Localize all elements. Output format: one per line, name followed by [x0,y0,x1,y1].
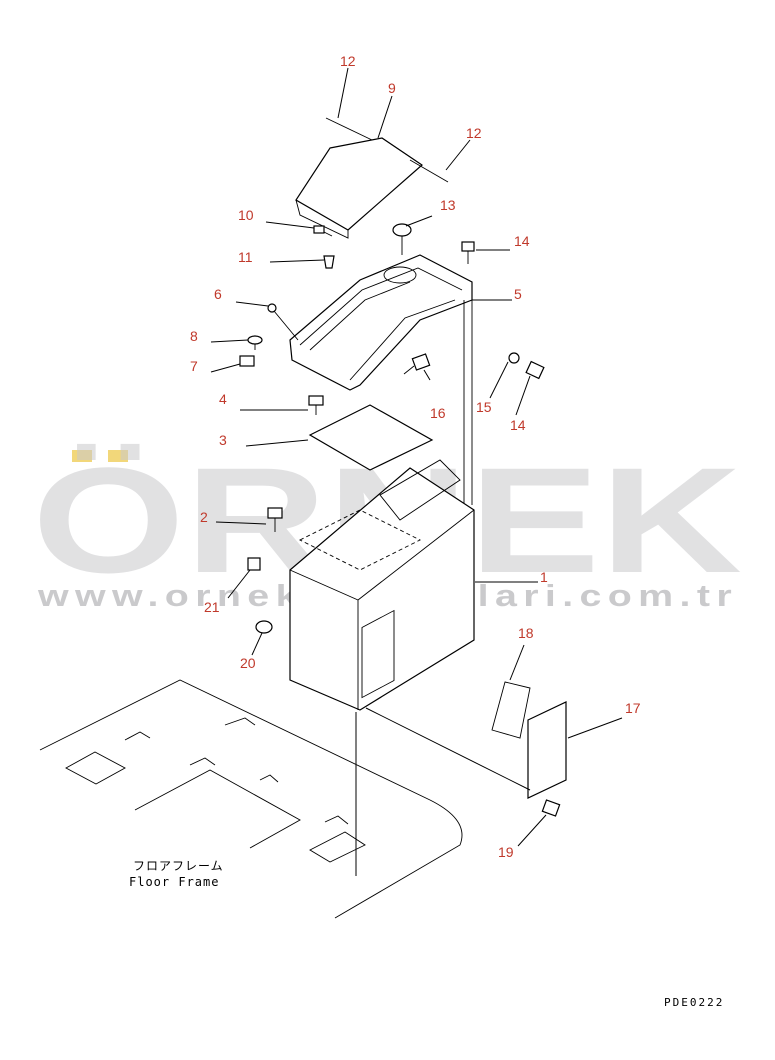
watermark-accent-left [72,450,92,462]
callout-3: 3 [219,432,227,448]
part-17-side-plate [527,701,567,799]
drawing-code: PDE0222 [664,996,724,1009]
leader-lines [210,67,623,876]
part-15-washer [508,352,520,364]
callout-12-right: 12 [466,125,482,141]
part-18-label [491,681,531,739]
part-13-knob [392,223,412,255]
callout-14-top: 14 [514,233,530,249]
callout-10: 10 [238,207,254,223]
part-4-bolt [308,395,324,415]
callout-15: 15 [476,399,492,415]
callout-labels: 12 9 12 10 13 11 14 6 5 8 7 16 15 14 4 3… [190,53,641,860]
part-9-cover [295,137,423,239]
part-7-latch [239,355,255,367]
callout-2: 2 [200,509,208,525]
part-12-pin-right [409,159,449,183]
part-14-bolt-top [461,241,475,264]
callout-13: 13 [440,197,456,213]
part-19-bolt [541,799,561,817]
part-21-clip [247,557,261,571]
watermark-accent-right [108,450,128,462]
part-2-bolt [267,507,283,532]
callout-19: 19 [498,844,514,860]
floor-frame-label-jp: フロアフレーム [133,859,224,873]
part-8-screw [247,335,263,350]
callout-14-side: 14 [510,417,526,433]
callout-8: 8 [190,328,198,344]
part-3-plate [308,404,434,471]
callout-18: 18 [518,625,534,641]
callout-7: 7 [190,358,198,374]
part-5-upper-frame [289,254,473,505]
part-16-bolt [403,353,431,375]
part-12-pin-left [325,117,373,141]
part-11-screw [323,255,335,269]
part-14-bolt-side [525,360,545,380]
callout-6: 6 [214,286,222,302]
callout-5: 5 [514,286,522,302]
callout-16: 16 [430,405,446,421]
part-1-console-box [289,459,475,711]
callout-12-top: 12 [340,53,356,69]
part-10-clip [313,225,325,234]
callout-17: 17 [625,700,641,716]
part-20-plug [255,620,273,634]
callout-9: 9 [388,80,396,96]
floor-frame [39,679,463,919]
callout-4: 4 [219,391,227,407]
callout-21: 21 [204,599,220,615]
callout-1: 1 [540,569,548,585]
floor-frame-label-en: Floor Frame [129,875,219,889]
callout-11: 11 [238,249,253,265]
callout-20: 20 [240,655,256,671]
part-6-screw [267,303,299,341]
